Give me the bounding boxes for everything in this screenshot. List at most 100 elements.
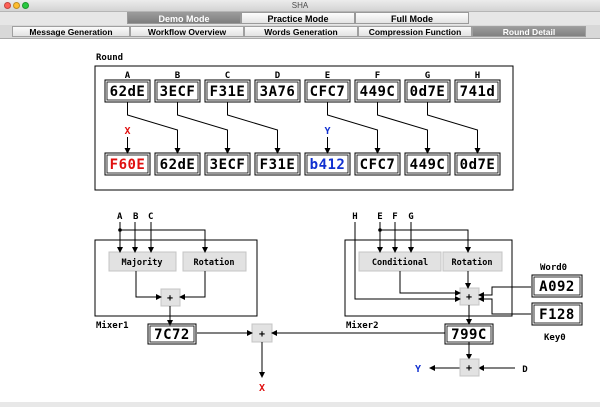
mixer1-input-b: B: [133, 212, 139, 222]
word-value-display: A092: [531, 274, 583, 298]
round-col-label-d: D: [275, 71, 281, 81]
tab-bar: Message Generation Workflow Overview Wor…: [0, 25, 600, 39]
word-value-text: A092: [539, 279, 575, 295]
mixer1-rotation-label: Rotation: [194, 257, 235, 268]
tab-words-generation[interactable]: Words Generation: [244, 26, 358, 37]
zoom-window-button[interactable]: [22, 2, 29, 9]
mode-bar: Demo Mode Practice Mode Full Mode: [0, 12, 600, 25]
round-output-f: CFC7: [354, 152, 401, 176]
mixer1-input-a: A: [117, 212, 123, 222]
mixer2-junction: [378, 228, 382, 232]
mixer1-frame: [94, 239, 258, 317]
round-input-h-text: 741d: [460, 84, 496, 100]
round-input-b-text: 3ECF: [160, 84, 196, 100]
key-value-display: F128: [531, 302, 583, 326]
round-col-label-g: G: [425, 71, 430, 81]
round-input-f-text: 449C: [360, 84, 396, 100]
minimize-window-button[interactable]: [13, 2, 20, 9]
mixer1-wires: [117, 222, 208, 326]
round-input-e-text: CFC7: [310, 84, 346, 100]
round-output-g: 449C: [404, 152, 451, 176]
mixer2-result-text: 799C: [451, 327, 487, 343]
round-input-d: 3A76: [254, 79, 301, 103]
mixer2-result-display: 799C: [444, 323, 494, 345]
mixer1-result-display: 7C72: [147, 323, 197, 345]
round-input-b: 3ECF: [154, 79, 201, 103]
mixer2-rotation-box: [442, 251, 503, 272]
round-shift-arrow: [427, 102, 481, 154]
round-input-e: CFC7: [304, 79, 351, 103]
center-adder-sign: +: [259, 329, 265, 340]
mixer1-rotation-box: [182, 251, 247, 272]
mixer2-input-f: F: [392, 212, 397, 222]
round-col-label-h: H: [475, 71, 480, 81]
round-x-label: X: [124, 126, 130, 137]
mixer1-result-text: 7C72: [154, 327, 190, 343]
tab-round-detail[interactable]: Round Detail: [472, 26, 586, 37]
round-input-g: 0d7E: [404, 79, 451, 103]
round-output-h: 0d7E: [454, 152, 501, 176]
window-title: SHA: [291, 1, 309, 10]
round-output-c: 3ECF: [204, 152, 251, 176]
mixer2-adder-sign: +: [466, 292, 472, 303]
mixer2-input-h: H: [352, 212, 357, 222]
round-y-label: Y: [324, 126, 330, 137]
majority-box: [108, 251, 177, 272]
mode-practice-button[interactable]: Practice Mode: [241, 12, 355, 24]
round-output-a: F60E: [104, 152, 151, 176]
key-label: Key0: [544, 333, 566, 343]
round-input-d-text: 3A76: [260, 84, 296, 100]
mixer2-input-g: G: [408, 212, 413, 222]
round-output-c-text: 3ECF: [210, 157, 246, 173]
round-columns: A62dEF60EB3ECF62dECF31E3ECFD3A76F31EECFC…: [104, 71, 501, 176]
round-input-g-text: 0d7E: [410, 84, 446, 100]
close-window-button[interactable]: [4, 2, 11, 9]
round-output-d-text: F31E: [260, 157, 296, 173]
y-adder-sign: +: [466, 363, 472, 374]
key-value: F128: [531, 302, 583, 326]
mixer2-wires: [354, 222, 531, 371]
round-output-h-text: 0d7E: [460, 157, 496, 173]
round-col-label-a: A: [125, 71, 131, 81]
round-diagram: Round A62dEF60EB3ECF62dECF31E3ECFD3A76F3…: [94, 53, 583, 394]
round-input-f: 449C: [354, 79, 401, 103]
mixer2-title: Mixer2: [346, 320, 379, 331]
round-col-label-f: F: [375, 71, 380, 81]
mixer1-junction: [118, 228, 122, 232]
tab-compression-function[interactable]: Compression Function: [358, 26, 472, 37]
mixer2-input-e: E: [377, 212, 382, 222]
output-y-label: Y: [415, 364, 421, 375]
round-shift-arrow: [127, 102, 181, 154]
d-input-label: D: [522, 365, 528, 375]
round-arrows: [124, 102, 481, 154]
tab-message-generation[interactable]: Message Generation: [12, 26, 130, 37]
mode-full-button[interactable]: Full Mode: [355, 12, 469, 24]
round-input-c: F31E: [204, 79, 251, 103]
round-input-c-text: F31E: [210, 84, 246, 100]
round-title: Round: [96, 53, 123, 63]
round-col-label-e: E: [325, 71, 330, 81]
round-output-f-text: CFC7: [360, 157, 396, 173]
center-wires: [197, 330, 445, 378]
conditional-label: Conditional: [372, 257, 428, 268]
mode-demo-button[interactable]: Demo Mode: [127, 12, 241, 24]
round-output-d: F31E: [254, 152, 301, 176]
mixer2-rotation-label: Rotation: [452, 257, 493, 268]
mixer1-result: 7C72: [147, 323, 197, 345]
majority-label: Majority: [122, 257, 163, 268]
round-col-label-b: B: [175, 71, 181, 81]
tab-workflow-overview[interactable]: Workflow Overview: [130, 26, 244, 37]
mixer2-result: 799C: [444, 323, 494, 345]
round-output-b-text: 62dE: [160, 157, 196, 173]
mixer1-title: Mixer1: [96, 320, 129, 331]
word-label: Word0: [540, 263, 567, 273]
title-bar: SHA: [0, 0, 600, 12]
round-output-g-text: 449C: [410, 157, 446, 173]
round-input-h: 741d: [454, 79, 501, 103]
output-x-label: X: [259, 383, 265, 394]
round-shift-arrow: [327, 102, 381, 154]
round-output-a-text: F60E: [110, 157, 146, 173]
mixer1-input-c: C: [148, 212, 153, 222]
